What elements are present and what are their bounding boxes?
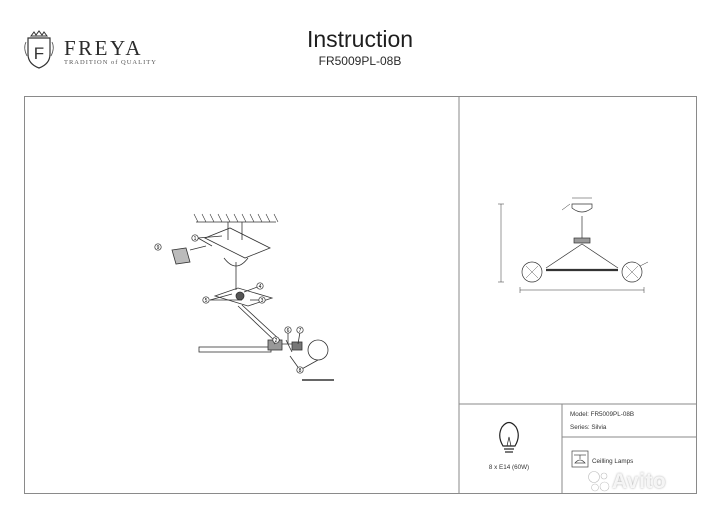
callout-1: 1 — [194, 236, 197, 242]
callout-numbers: 1 2 3 4 5 6 7 8 9 — [157, 236, 302, 374]
crown-shield-emblem-icon: F — [24, 30, 54, 69]
callout-8: 8 — [299, 368, 302, 374]
light-bulb-icon — [499, 421, 519, 453]
model-number: FR5009PL-08B — [318, 54, 402, 68]
callout-2: 2 — [275, 338, 278, 344]
dimension-diagram — [498, 197, 649, 293]
callout-5: 5 — [205, 298, 208, 304]
brand-name: FREYA — [64, 36, 144, 60]
page-title: Instruction — [306, 26, 414, 52]
watermark-text: Avito — [612, 470, 667, 493]
callout-4: 4 — [259, 284, 262, 290]
category-label: Ceilling Lamps — [592, 458, 633, 465]
series-line: Series: Silvia — [570, 424, 607, 431]
svg-text:F: F — [34, 44, 44, 63]
callout-7: 7 — [299, 328, 302, 334]
ceiling-lamp-icon — [571, 450, 589, 468]
callout-3: 3 — [261, 298, 264, 304]
callout-9: 9 — [157, 245, 160, 251]
avito-dots-icon — [588, 471, 610, 492]
lamp-spec: 8 x E14 (60W) — [489, 464, 529, 471]
callout-markers — [154, 234, 304, 374]
brand-tagline: TRADITION of QUALITY — [64, 59, 157, 66]
callout-6: 6 — [287, 328, 290, 334]
drawing-frame — [24, 96, 697, 494]
model-line: Model: FR5009PL-08B — [570, 411, 634, 418]
